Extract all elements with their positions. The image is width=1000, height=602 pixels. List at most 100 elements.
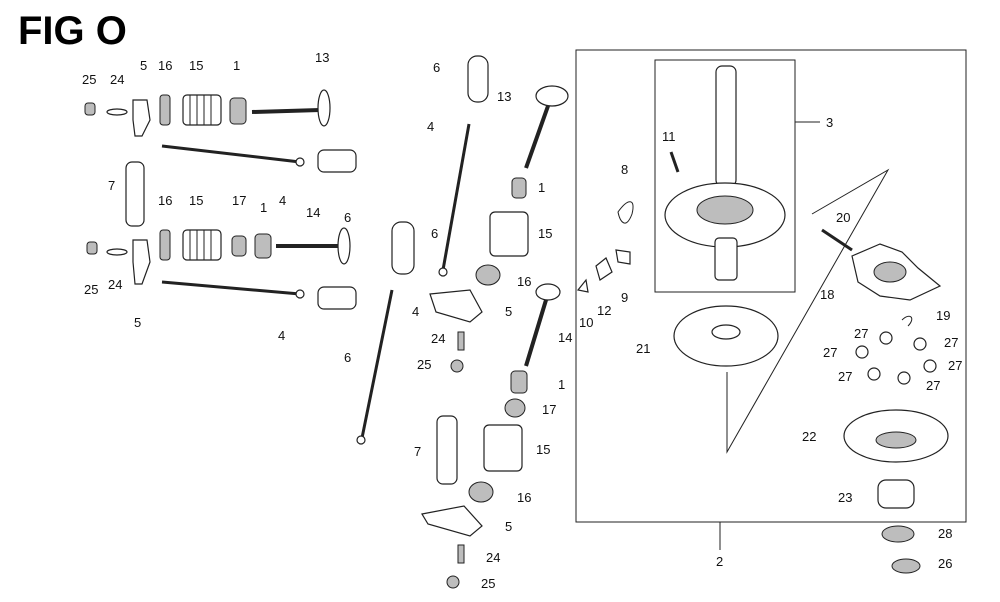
callout-22: 22 bbox=[802, 429, 816, 444]
valve-14-center-stem bbox=[524, 299, 548, 367]
callout-21: 21 bbox=[636, 341, 650, 356]
rocker-arm-5-center-lower bbox=[421, 505, 483, 537]
callout-15: 15 bbox=[189, 58, 203, 73]
valve-13-center-stem bbox=[524, 105, 550, 169]
callout-20: 20 bbox=[836, 210, 850, 225]
callout-15: 15 bbox=[189, 193, 203, 208]
callout-24: 24 bbox=[110, 72, 124, 87]
callout-27: 27 bbox=[948, 358, 962, 373]
ball-27-4 bbox=[923, 359, 937, 373]
callout-4: 4 bbox=[427, 119, 434, 134]
callout-5: 5 bbox=[140, 58, 147, 73]
camshaft-3-lower-shaft bbox=[714, 237, 738, 281]
push-rod-guide-7-center bbox=[436, 415, 458, 485]
washer-28 bbox=[881, 525, 915, 543]
callout-2: 2 bbox=[716, 554, 723, 569]
ball-27-6 bbox=[897, 371, 911, 385]
push-rod-4-center bbox=[441, 123, 471, 271]
nut-25-lower bbox=[86, 241, 98, 255]
screw-24-center-lower bbox=[457, 544, 465, 564]
callout-4: 4 bbox=[278, 328, 285, 343]
pin-20 bbox=[821, 228, 853, 252]
callout-14: 14 bbox=[558, 330, 572, 345]
callout-11: 11 bbox=[662, 129, 676, 144]
callout-23: 23 bbox=[838, 490, 852, 505]
rocker-arm-5-center bbox=[429, 289, 483, 323]
weight-9 bbox=[615, 249, 631, 265]
valve-13-head bbox=[317, 89, 331, 127]
seal-16-upper bbox=[159, 94, 171, 126]
callout-1: 1 bbox=[233, 58, 240, 73]
callout-6: 6 bbox=[433, 60, 440, 75]
screw-24-lower bbox=[106, 248, 128, 256]
figure-title: FIG O bbox=[18, 9, 127, 53]
governor-leader-lines bbox=[726, 168, 890, 454]
pin-11 bbox=[669, 151, 680, 173]
push-rod-4-long-end bbox=[356, 435, 366, 445]
rocker-arm-5-upper bbox=[132, 99, 151, 137]
callout-5: 5 bbox=[134, 315, 141, 330]
push-rod-4-lower-end bbox=[295, 289, 305, 299]
callout-13: 13 bbox=[315, 50, 329, 65]
seal-16-center-lower bbox=[468, 481, 494, 503]
cap-17-center bbox=[504, 398, 526, 418]
callout-16: 16 bbox=[158, 58, 172, 73]
callout-24: 24 bbox=[486, 550, 500, 565]
callout-4: 4 bbox=[412, 304, 419, 319]
callout-19: 19 bbox=[936, 308, 950, 323]
valve-14-center-head bbox=[535, 283, 561, 301]
screw-24-upper bbox=[106, 108, 128, 116]
governor-holder-hub bbox=[873, 261, 907, 283]
callout-16: 16 bbox=[158, 193, 172, 208]
callout-25: 25 bbox=[481, 576, 495, 591]
spring-15-upper-coils bbox=[189, 95, 212, 125]
ball-27-3 bbox=[913, 337, 927, 351]
center-valve-group: 6 4 13 1 15 6 16 5 4 24 25 14 1 17 15 7 … bbox=[356, 55, 572, 591]
callout-14: 14 bbox=[306, 205, 320, 220]
tappet-6-lower bbox=[317, 286, 357, 310]
callout-24: 24 bbox=[431, 331, 445, 346]
callout-9: 9 bbox=[621, 290, 628, 305]
sleeve-23 bbox=[877, 479, 915, 509]
pin-10 bbox=[576, 278, 589, 293]
spring-15-lower bbox=[182, 229, 222, 261]
callout-8: 8 bbox=[621, 162, 628, 177]
push-rod-guide-7-left bbox=[125, 161, 145, 227]
callout-1: 1 bbox=[538, 180, 545, 195]
callout-18: 18 bbox=[820, 287, 834, 302]
callout-6: 6 bbox=[431, 226, 438, 241]
callout-5: 5 bbox=[505, 519, 512, 534]
callout-4: 4 bbox=[279, 193, 286, 208]
callout-16: 16 bbox=[517, 490, 531, 505]
push-rod-4-lower bbox=[161, 280, 301, 296]
seal-16-lower bbox=[159, 229, 171, 261]
callout-17: 17 bbox=[232, 193, 246, 208]
spring-15-upper bbox=[182, 94, 222, 126]
cam-gear-hub bbox=[696, 195, 754, 225]
washer-21-hole bbox=[711, 324, 741, 340]
camshaft-3-box bbox=[654, 59, 796, 293]
screw-24-center bbox=[457, 331, 465, 351]
valve-13-center-head bbox=[535, 85, 569, 107]
seal-16-center bbox=[475, 264, 501, 286]
push-rod-4-long bbox=[360, 289, 394, 439]
retainer-1-lower bbox=[254, 233, 272, 259]
nut-25-center bbox=[450, 359, 464, 373]
callout-25: 25 bbox=[417, 357, 431, 372]
valve-14-head bbox=[337, 227, 351, 265]
callout-25: 25 bbox=[82, 72, 96, 87]
spring-15-center bbox=[489, 211, 529, 257]
callout-27: 27 bbox=[854, 326, 868, 341]
callout-27: 27 bbox=[823, 345, 837, 360]
callout-6: 6 bbox=[344, 350, 351, 365]
callout-7: 7 bbox=[108, 178, 115, 193]
callout-5: 5 bbox=[505, 304, 512, 319]
callout-10: 10 bbox=[579, 315, 593, 330]
governor-cup-center bbox=[875, 431, 917, 449]
retainer-1-upper bbox=[229, 97, 247, 125]
seal-26 bbox=[891, 558, 921, 574]
camshaft-assembly-group: 8 11 3 10 12 9 21 20 18 19 27 27 27 27 2… bbox=[575, 49, 967, 574]
callout-7: 7 bbox=[414, 444, 421, 459]
ball-27-1 bbox=[855, 345, 869, 359]
callout-15: 15 bbox=[538, 226, 552, 241]
